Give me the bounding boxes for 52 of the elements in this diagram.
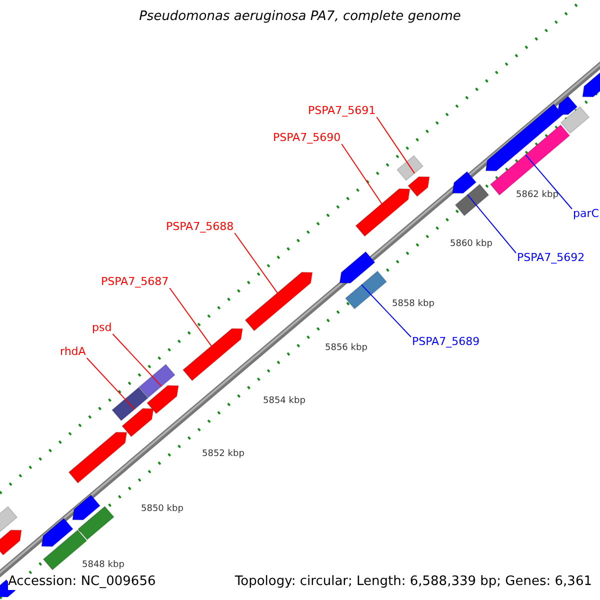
gene-feature [0, 506, 18, 534]
gene-feature [111, 386, 149, 422]
gene-feature [344, 270, 388, 310]
leader-line [361, 284, 412, 338]
gene-feature [560, 106, 590, 134]
gene-label: PSPA7_5692 [517, 251, 585, 264]
gene-label: PSPA7_5687 [101, 275, 169, 288]
gene-feature [355, 188, 410, 237]
gene-label: PSPA7_5689 [412, 335, 480, 348]
leader-line [234, 232, 286, 305]
leader-line [467, 194, 516, 254]
gene-feature [244, 272, 313, 332]
gene-feature [485, 103, 564, 172]
gene-feature [77, 506, 115, 540]
scale-label: 5852 kbp [202, 448, 244, 461]
scale-label: 5862 kbp [516, 189, 558, 202]
footer-text: Topology: circular; Length: 6,588,339 bp; Genes: 6,361 [234, 574, 592, 590]
leader-line [376, 116, 415, 174]
gene-label: PSPA7_5690 [273, 131, 341, 144]
gene-feature [182, 328, 244, 382]
leader-line [341, 144, 390, 216]
gene-feature [556, 96, 578, 116]
gene-label: PSPA7_5691 [308, 104, 376, 117]
gene-label: parC [573, 207, 599, 220]
gene-feature [0, 530, 22, 556]
leader-line [112, 334, 162, 387]
leader-line [86, 358, 135, 410]
leader-line [169, 288, 220, 358]
scale-label: 5850 kbp [141, 503, 184, 516]
gene-label: psd [92, 321, 112, 334]
gene-feature [396, 154, 424, 182]
gene-feature [339, 251, 376, 284]
gene-feature [454, 184, 490, 216]
gene-feature [582, 71, 600, 98]
gene-feature [72, 494, 101, 520]
gene-label: rhdA [60, 345, 86, 358]
scale-label: 5860 kbp [450, 238, 492, 251]
gene-feature [121, 408, 154, 438]
title: Pseudomonas aeruginosa PA7, complete genome [138, 10, 462, 23]
footer-text: Accession: NC_009656 [8, 574, 156, 590]
gene-label: PSPA7_5688 [166, 220, 234, 233]
gene-feature [138, 364, 176, 398]
scale-label: 5858 kbp [392, 298, 434, 311]
gene-feature [146, 385, 179, 414]
gene-feature [68, 432, 128, 484]
scale-label: 5856 kbp [325, 342, 368, 355]
gene-feature [407, 176, 430, 198]
leader-line [525, 154, 572, 210]
scale-label: 5854 kbp [263, 395, 306, 408]
gene-feature [452, 170, 477, 194]
gene-feature [41, 518, 74, 547]
scale-label: 5848 kbp [82, 559, 124, 572]
